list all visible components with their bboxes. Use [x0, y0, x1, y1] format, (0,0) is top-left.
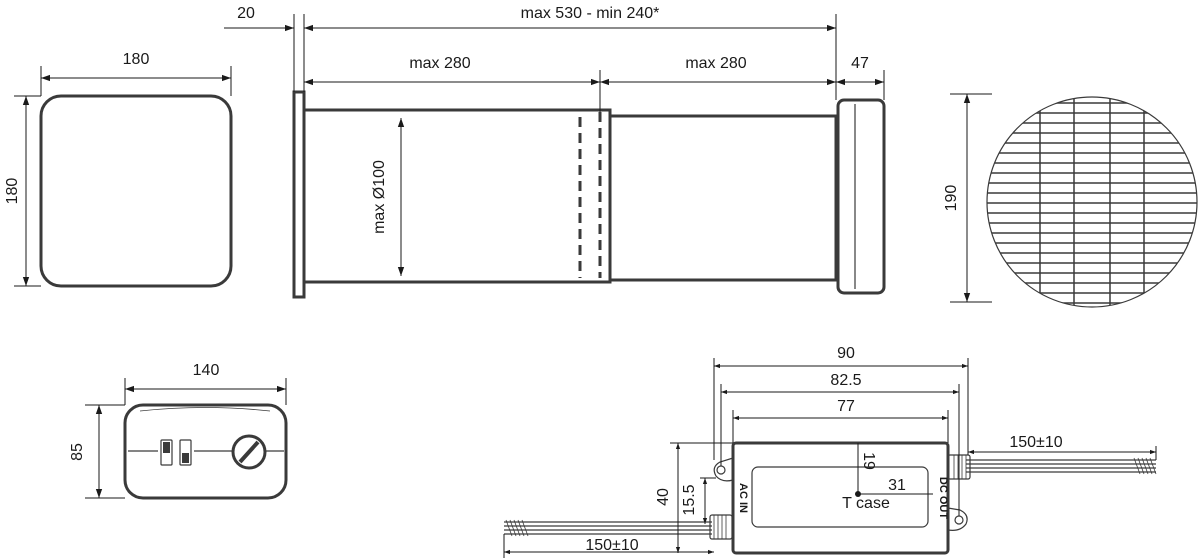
- overall-label: 90: [837, 345, 855, 362]
- control-panel-outline: [123, 403, 288, 500]
- offset-label: 15.5: [681, 484, 698, 515]
- tube-right-label: max 280: [685, 55, 746, 72]
- strain-relief-left: [709, 514, 733, 540]
- wall-plate-label: 20: [237, 5, 255, 22]
- rotary-knob-indicator: [238, 440, 260, 464]
- cable-left: [504, 519, 712, 537]
- mount-hole-right: [954, 515, 964, 525]
- mount-ear-right: [947, 507, 968, 531]
- grille-diameter-label: 190: [943, 185, 960, 212]
- body-label: 77: [837, 398, 855, 415]
- total-length-label: max 530 - min 240*: [521, 5, 660, 22]
- height-label: 40: [655, 488, 672, 506]
- switch-slot-right: [179, 439, 192, 466]
- control-panel-height-label: 85: [69, 443, 86, 461]
- tube-overlap-dashed: [578, 112, 602, 278]
- cap-label: 47: [851, 55, 869, 72]
- front-panel-outline: [39, 94, 233, 288]
- grille-outline: [986, 96, 1198, 308]
- switch-slot-left-knob: [163, 442, 170, 453]
- case-temp-label: 31: [888, 477, 906, 494]
- dc-out-label: DC OUT: [937, 477, 949, 519]
- front-panel-height-label: 180: [4, 178, 21, 205]
- tube-left-section: [302, 108, 612, 284]
- side-view: 20 max 530 - min 240* max 280 max 280 47…: [224, 5, 886, 299]
- mount-label: 82.5: [830, 372, 861, 389]
- switch-slot-left: [160, 439, 173, 466]
- rotary-knob-outer: [231, 434, 267, 470]
- power-supply-view: AC IN DC OUT 19 31 T case 90 82.5 77 150…: [503, 345, 1157, 558]
- control-panel-width-label: 140: [193, 362, 220, 379]
- cable-right: [966, 457, 1157, 475]
- case-name-label: T case: [842, 495, 890, 512]
- front-panel-width-label: 180: [123, 51, 150, 68]
- ac-in-label: AC IN: [737, 483, 749, 513]
- power-supply-body: [731, 441, 950, 555]
- tube-left-label: max 280: [409, 55, 470, 72]
- diameter-label: max Ø100: [371, 160, 388, 234]
- strain-relief-right-ribs: [953, 455, 967, 479]
- mount-ear-left: [713, 457, 734, 482]
- grille-bars: [987, 97, 1197, 307]
- tube-right-section: [608, 114, 838, 282]
- control-panel-inner-edge: [139, 407, 271, 412]
- end-cap: [836, 98, 886, 295]
- switch-slot-right-knob: [182, 453, 189, 463]
- top-offset-label: 19: [860, 452, 877, 470]
- cable-left-label: 150±10: [585, 537, 638, 554]
- mount-hole-left: [716, 465, 726, 475]
- front-panel-view: 180 180: [4, 51, 233, 288]
- control-panel-view: 140 85: [69, 362, 288, 500]
- strain-relief-left-ribs: [713, 515, 727, 539]
- cable-right-label: 150±10: [1009, 434, 1062, 451]
- grille-view: 190: [943, 93, 1198, 308]
- power-supply-label-area: [751, 466, 929, 528]
